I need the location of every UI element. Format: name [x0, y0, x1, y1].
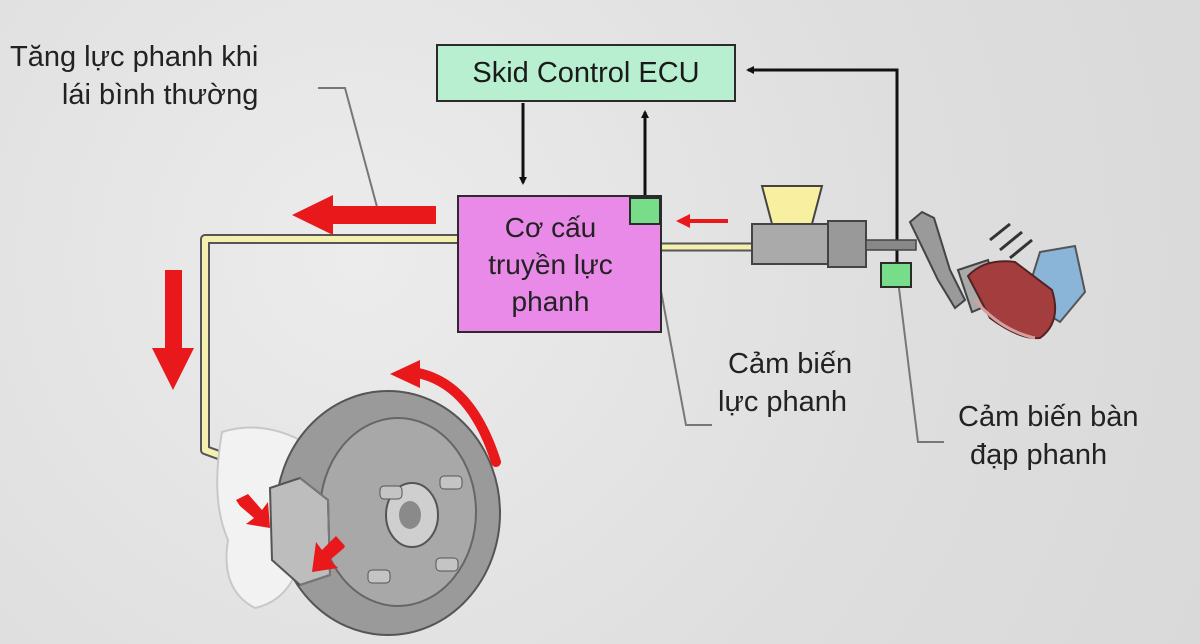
brake-force-sensor — [629, 197, 661, 225]
skid-control-ecu: Skid Control ECU — [436, 44, 736, 102]
rotation-arrow — [407, 367, 501, 467]
brake-actuator: Cơ cấu truyền lực phanh — [457, 195, 662, 333]
label-normal-boost: Tăng lực phanh khi lái bình thường — [10, 38, 258, 114]
label-pedal-sensor: Cảm biến bàn đạp phanh — [958, 398, 1139, 474]
master-cylinder — [751, 185, 917, 268]
label-pedal-sensor-line-1: Cảm biến bàn — [958, 401, 1139, 433]
ecu-label: Skid Control ECU — [472, 56, 700, 89]
pedal-input-arrow — [676, 214, 728, 228]
pedal-sensor-to-ecu-signal — [746, 66, 899, 262]
label-force-sensor-line-2: lực phanh — [718, 386, 848, 418]
label-force-sensor: Cảm biến lực phanh — [718, 345, 852, 421]
callout-line-normal-boost — [318, 87, 381, 219]
label-normal-boost-line-2: lái bình thường — [61, 79, 259, 111]
actuator-label-line-2: truyền lực — [488, 248, 613, 280]
callout-line-pedal-sensor — [897, 279, 944, 443]
driver-foot — [966, 222, 1087, 340]
label-pedal-sensor-line-2: đạp phanh — [970, 439, 1108, 471]
actuator-label-line-1: Cơ cấu — [504, 211, 597, 243]
caliper-arrow-left — [236, 494, 270, 528]
downward-pressure-arrow — [152, 270, 194, 390]
actuator-label-line-3: phanh — [511, 285, 590, 317]
boost-flow-arrow — [292, 195, 436, 235]
caliper-arrow-right — [312, 536, 345, 572]
pedal-stroke-sensor — [880, 262, 912, 288]
disc-brake — [216, 390, 501, 636]
actuator-label: Cơ cấu truyền lực phanh — [488, 209, 613, 320]
label-force-sensor-line-1: Cảm biến — [728, 348, 853, 380]
label-normal-boost-line-1: Tăng lực phanh khi — [10, 41, 259, 73]
